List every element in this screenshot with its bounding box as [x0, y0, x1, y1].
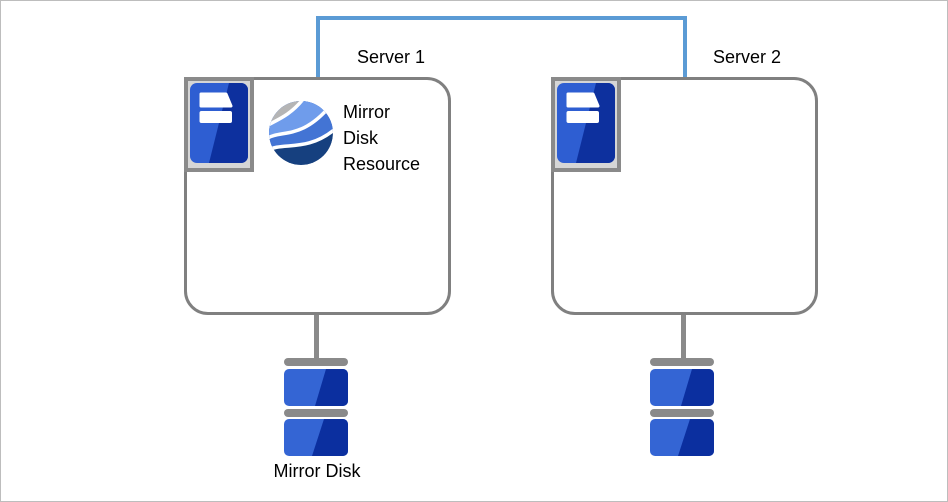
server-tower-icon [557, 83, 615, 163]
mirror-disk-icon [649, 358, 715, 456]
disk-connector-line [681, 315, 686, 362]
resource-label-line: Disk [343, 128, 378, 148]
mirror-disk-icon [283, 358, 349, 456]
network-connector-line [316, 16, 687, 78]
mirror-disk-resource-icon [269, 101, 333, 165]
wave-gap [269, 103, 333, 141]
resource-label-line: Mirror [343, 102, 390, 122]
server-icon-frame [551, 77, 621, 172]
server-2-label: Server 2 [712, 47, 782, 67]
server-1-label: Server 1 [356, 47, 426, 67]
server-tower-icon [190, 83, 248, 163]
server-icon-frame [184, 77, 254, 172]
disk-connector-line [314, 315, 319, 362]
resource-label-line: Resource [343, 154, 421, 174]
wave-gap [269, 101, 306, 128]
mirror-disk-label: Mirror Disk [273, 461, 361, 481]
mirror-disk-resource-label: Mirror Disk Resource [343, 99, 420, 177]
